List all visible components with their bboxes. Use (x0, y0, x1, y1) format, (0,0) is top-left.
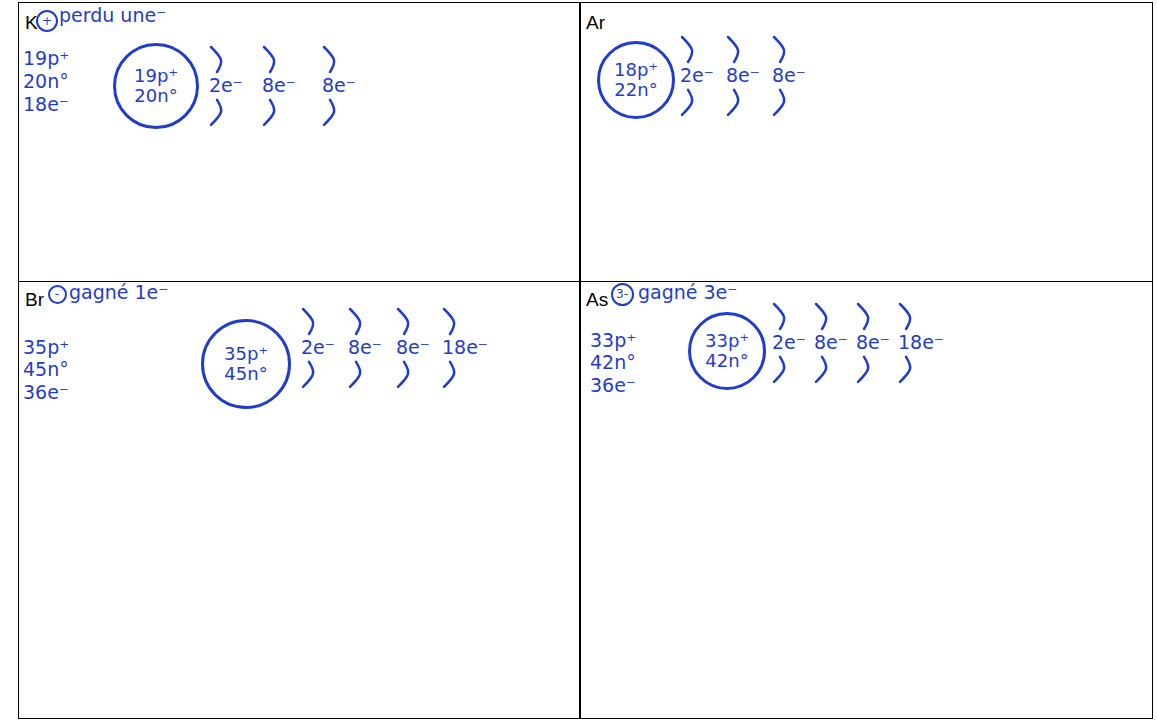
charge-circle: 3- (611, 283, 634, 306)
table-cell: Asgagné 3e⁻33p⁺42n°36e⁻2e⁻8e⁻8e⁻18e⁻3-33… (579, 281, 1153, 719)
shell-electrons: 8e⁻ (814, 332, 848, 354)
shell-arc (211, 47, 221, 72)
nucleus-count: 45n° (224, 364, 267, 384)
nucleus-count: 20n° (134, 86, 177, 106)
shell-electrons: 2e⁻ (301, 337, 335, 359)
shell-electrons: 2e⁻ (680, 65, 714, 87)
nucleus-circle: 33p⁺42n° (688, 312, 766, 390)
nucleus-count: 33p⁺ (705, 331, 749, 351)
particle-count: 45n° (23, 359, 69, 381)
shell-arc (324, 47, 334, 72)
shell-arc (900, 357, 910, 382)
nucleus-count: 22n° (614, 80, 657, 100)
nucleus-circle: 19p⁺20n° (113, 43, 199, 129)
nucleus-count: 42n° (705, 351, 748, 371)
charge-note: perdu une⁻ (59, 5, 166, 27)
shell-electrons: 8e⁻ (322, 75, 356, 97)
shell-arc (444, 362, 454, 387)
charge-sign: 3- (616, 288, 628, 300)
shell-arc (398, 309, 408, 334)
shell-arc (303, 362, 313, 387)
shell-arc (774, 37, 784, 62)
shell-arc (774, 90, 784, 115)
charge-note: gagné 1e⁻ (69, 282, 168, 304)
shell-arc (858, 304, 868, 329)
shell-arc (398, 362, 408, 387)
shell-arc (774, 304, 784, 329)
particle-count: 19p⁺ (23, 48, 69, 70)
table-cell: Brgagné 1e⁻35p⁺45n°36e⁻2e⁻8e⁻8e⁻18e⁻-35p… (18, 281, 581, 719)
shell-electrons: 8e⁻ (262, 75, 296, 97)
shell-electrons: 8e⁻ (726, 65, 760, 87)
table-cell: Kperdu une⁻19p⁺20n°18e⁻2e⁻8e⁻8e⁻+19p⁺20n… (18, 2, 581, 282)
shell-arc (211, 100, 221, 125)
shell-arc (350, 362, 360, 387)
charge-note: gagné 3e⁻ (638, 282, 737, 304)
shell-arc (816, 357, 826, 382)
element-symbol: Ar (586, 12, 605, 34)
shell-electrons: 8e⁻ (856, 332, 890, 354)
particle-count: 20n° (23, 71, 69, 93)
particle-count: 36e⁻ (590, 375, 636, 397)
particle-count: 42n° (590, 352, 636, 374)
shell-arc (350, 309, 360, 334)
shell-arc (816, 304, 826, 329)
shell-arc (264, 47, 274, 72)
nucleus-circle: 18p⁺22n° (597, 41, 675, 119)
shell-arc (774, 357, 784, 382)
charge-sign: - (55, 288, 59, 300)
shell-arc (900, 304, 910, 329)
element-symbol: As (586, 289, 608, 311)
table-cell: Ar 2e⁻ 8e⁻ 8e⁻ 18p⁺22n° (579, 2, 1153, 282)
element-symbol: Br (25, 289, 44, 311)
nucleus-count: 18p⁺ (614, 60, 658, 80)
shell-electrons: 18e⁻ (898, 332, 944, 354)
shell-arc (728, 37, 738, 62)
shell-electrons: 8e⁻ (396, 337, 430, 359)
shell-arc (444, 309, 454, 334)
shell-arc (682, 90, 692, 115)
nucleus-circle: 35p⁺45n° (201, 319, 291, 409)
charge-sign: + (42, 15, 52, 27)
shell-arc (303, 309, 313, 334)
charge-circle: - (48, 285, 67, 304)
particle-count: 35p⁺ (23, 337, 69, 359)
shell-arc (324, 100, 334, 125)
shell-arc (858, 357, 868, 382)
shell-electrons: 8e⁻ (772, 65, 806, 87)
nucleus-count: 35p⁺ (224, 344, 268, 364)
shell-electrons: 18e⁻ (442, 337, 488, 359)
particle-count: 33p⁺ (590, 330, 636, 352)
particle-count: 36e⁻ (23, 382, 69, 404)
shell-arc (682, 37, 692, 62)
shell-electrons: 2e⁻ (772, 332, 806, 354)
charge-circle: + (36, 10, 58, 32)
shell-arc (264, 100, 274, 125)
nucleus-count: 19p⁺ (134, 66, 178, 86)
shell-electrons: 2e⁻ (209, 75, 243, 97)
particle-count: 18e⁻ (23, 94, 69, 116)
shell-electrons: 8e⁻ (348, 337, 382, 359)
shell-arc (728, 90, 738, 115)
